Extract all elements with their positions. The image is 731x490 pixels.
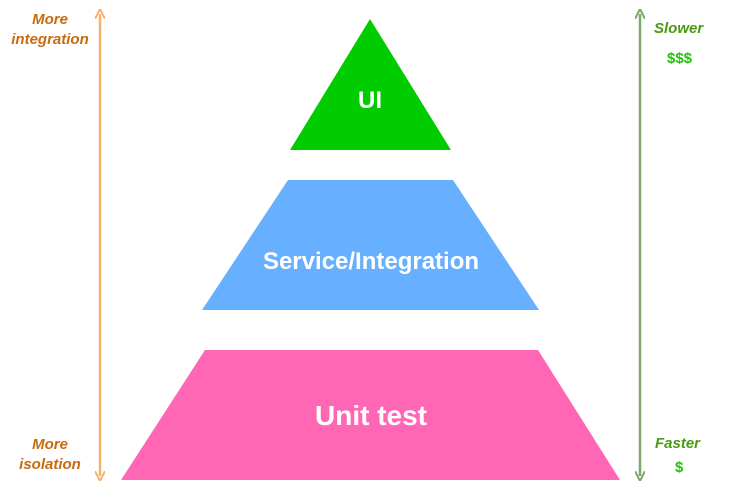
unit-test-layer-label: Unit test xyxy=(315,400,427,431)
slower-label: Slower xyxy=(654,20,704,37)
service-integration-layer xyxy=(202,180,539,310)
more-isolation-line1: More xyxy=(32,436,68,453)
low-cost-label: $ xyxy=(675,459,684,476)
faster-label: Faster xyxy=(655,435,701,452)
more-isolation-label: More isolation xyxy=(0,435,100,475)
ui-layer-label: UI xyxy=(358,87,382,114)
more-isolation-line2: isolation xyxy=(19,456,81,473)
more-integration-line2: integration xyxy=(11,31,89,48)
high-cost-label: $$$ xyxy=(667,50,693,67)
unit-test-layer xyxy=(121,350,620,480)
ui-layer xyxy=(290,19,451,150)
service-integration-layer-label: Service/Integration xyxy=(263,248,479,275)
more-integration-line1: More xyxy=(32,11,68,28)
more-integration-label: More integration xyxy=(0,10,100,50)
